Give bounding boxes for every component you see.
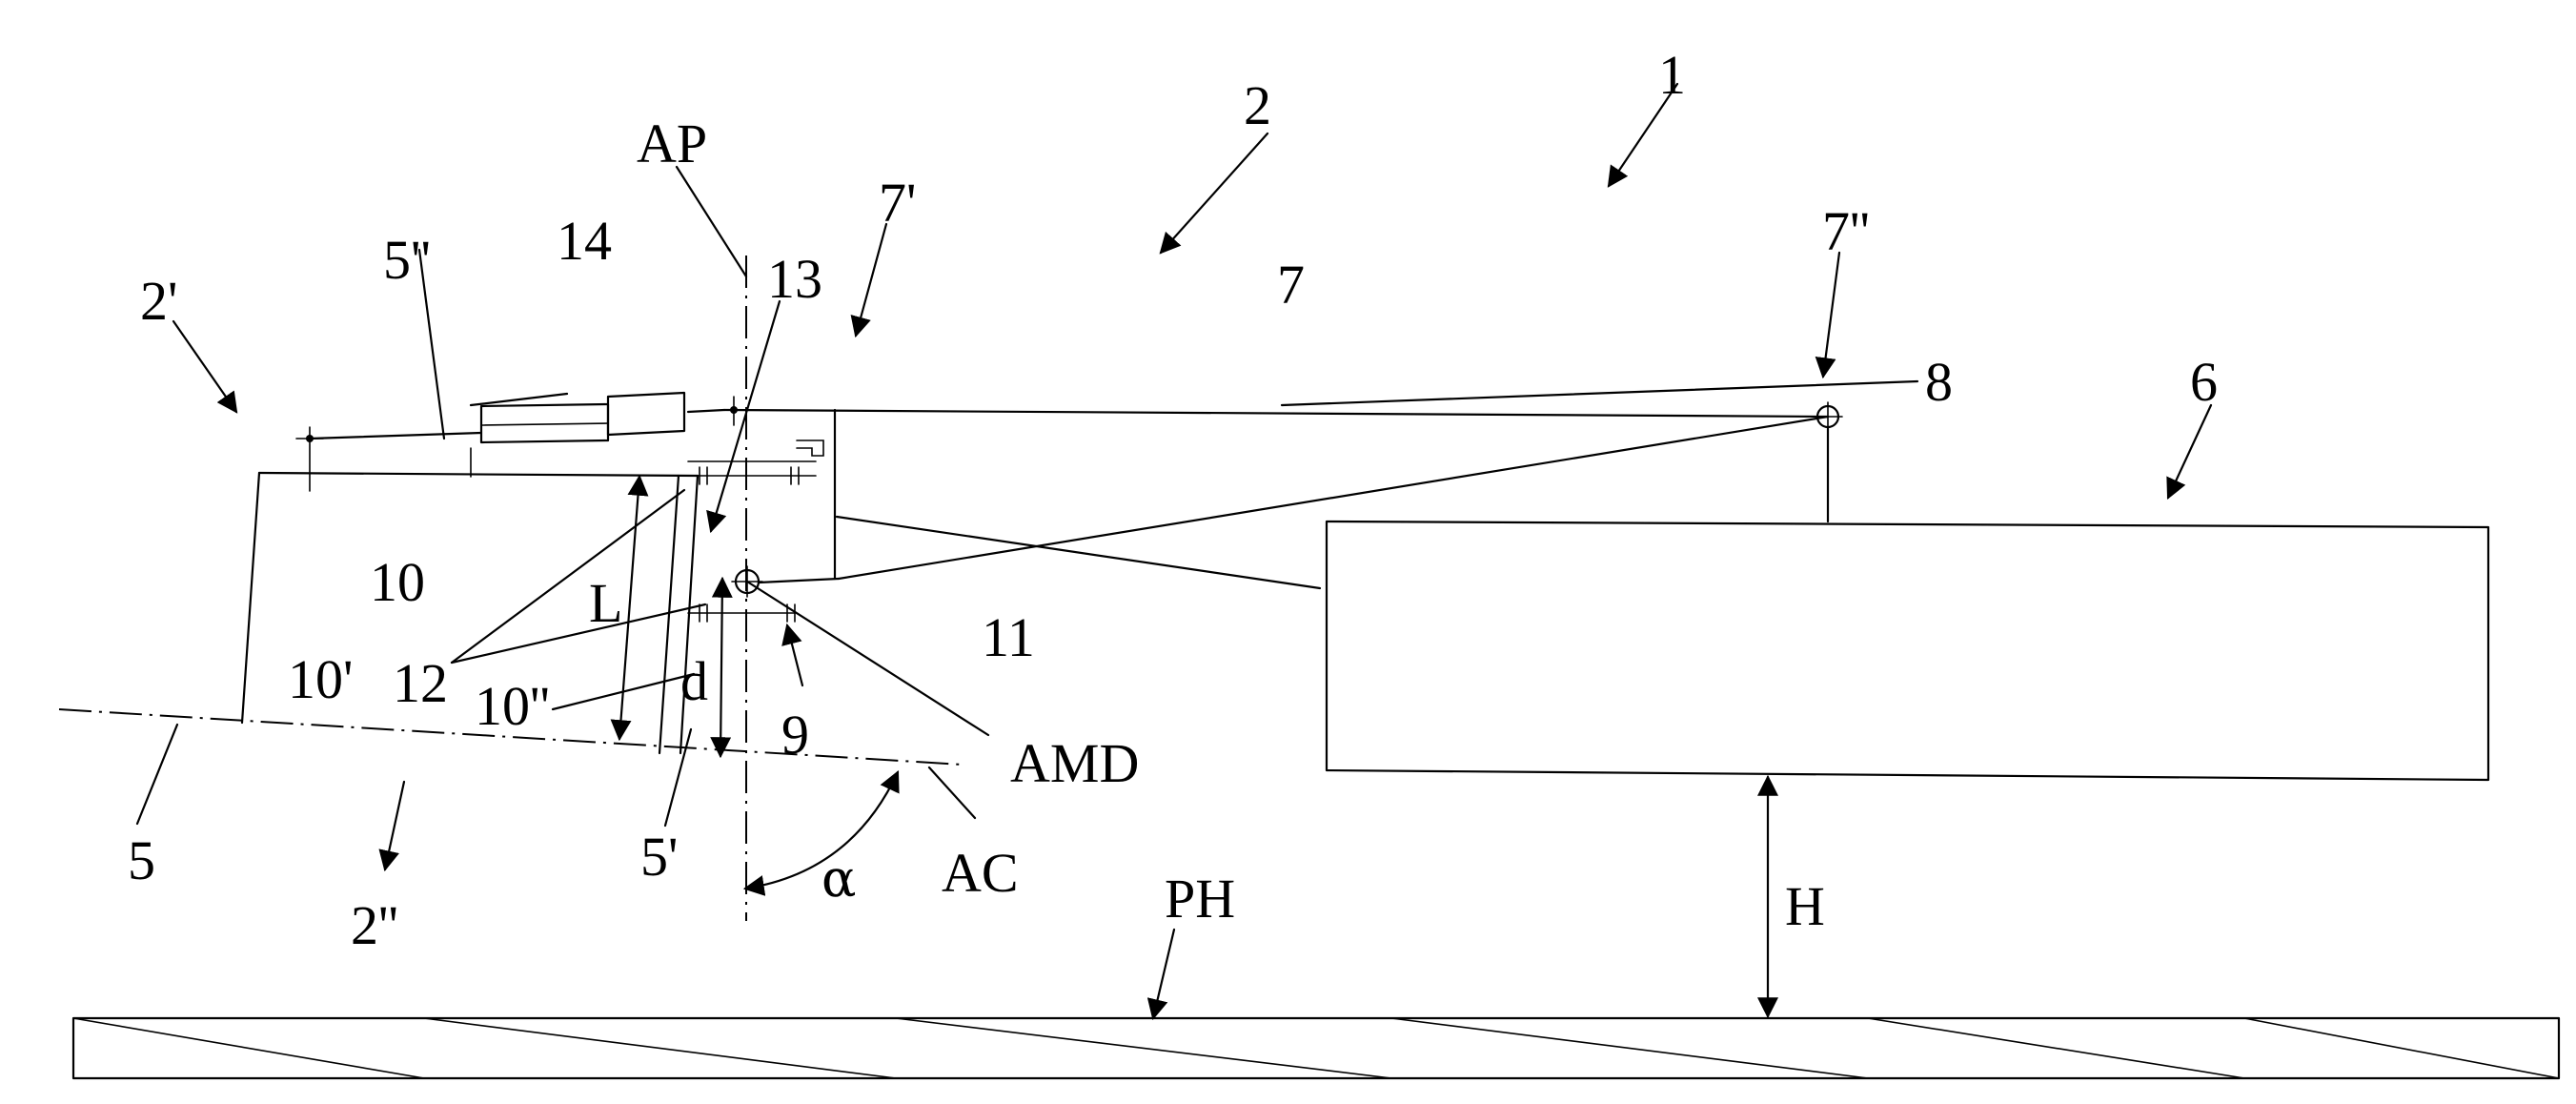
label-d: d	[680, 650, 708, 712]
box-6	[1327, 427, 2488, 780]
bracket-9	[688, 604, 795, 622]
labels: 1 2 2' 2'' AP 5'' 14 13 7' 7 7'' 8 6 10 …	[128, 44, 2218, 956]
label-10-double-prime: 10''	[475, 675, 550, 737]
label-9: 9	[781, 704, 809, 766]
label-10: 10	[370, 551, 425, 613]
label-1: 1	[1658, 44, 1686, 106]
label-alpha: α	[821, 848, 856, 909]
label-12: 12	[393, 652, 448, 714]
label-8: 8	[1925, 351, 1953, 413]
label-2: 2	[1244, 74, 1271, 136]
label-7: 7	[1277, 254, 1305, 316]
reference-lines	[59, 256, 963, 921]
label-5-prime: 5'	[640, 826, 678, 888]
label-h: H	[1785, 875, 1825, 937]
label-10-prime: 10'	[288, 648, 353, 710]
beam-7	[724, 402, 1842, 579]
label-2-prime: 2'	[140, 270, 177, 332]
label-14: 14	[557, 210, 612, 272]
label-11: 11	[982, 606, 1035, 668]
upper-link	[296, 397, 738, 491]
label-2-double-prime: 2''	[351, 894, 398, 956]
label-ac: AC	[942, 842, 1019, 904]
label-l: L	[589, 572, 622, 634]
label-ap: AP	[637, 112, 707, 174]
label-13: 13	[767, 248, 822, 310]
pivot-13	[688, 440, 839, 597]
label-6: 6	[2190, 351, 2218, 413]
label-5: 5	[128, 829, 155, 891]
label-ph: PH	[1165, 868, 1235, 930]
label-5-double-prime: 5''	[383, 229, 431, 291]
label-7-prime: 7'	[879, 172, 916, 234]
label-7-double-prime: 7''	[1822, 200, 1870, 262]
ground-plane	[73, 1018, 2559, 1078]
label-amd: AMD	[1010, 732, 1139, 794]
